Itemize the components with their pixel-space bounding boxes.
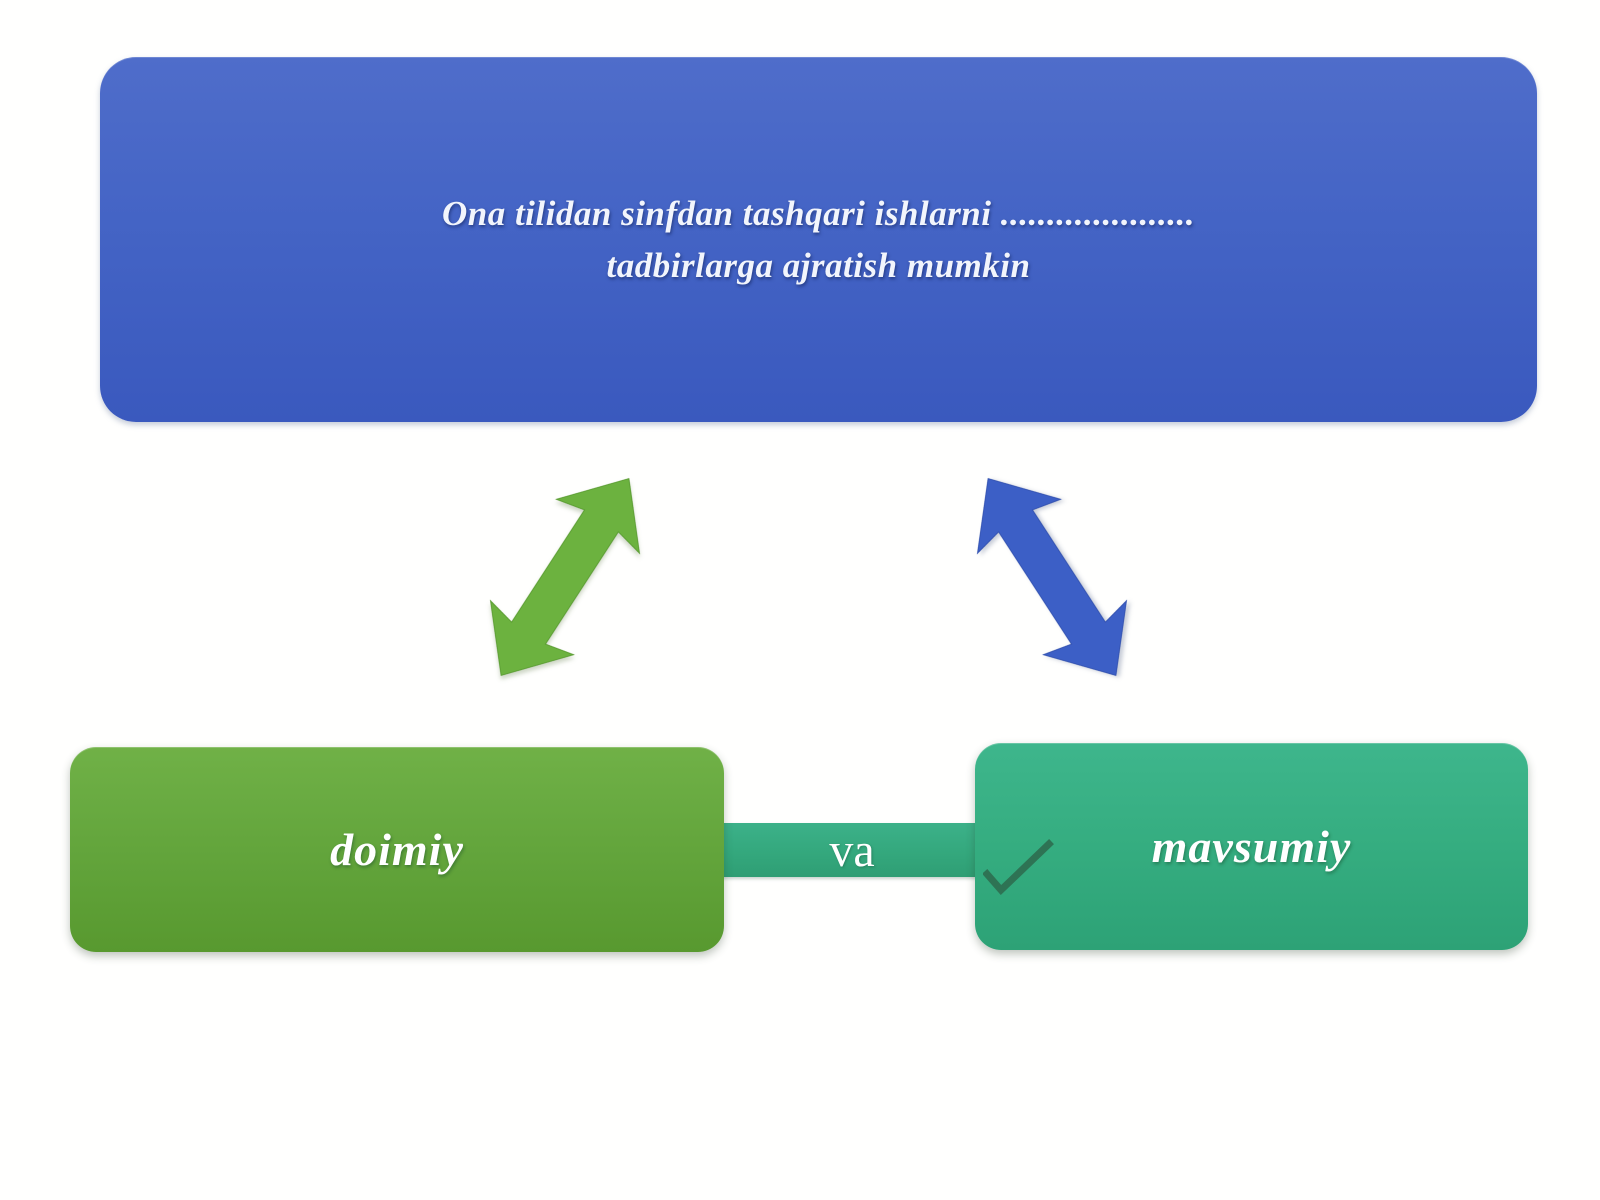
title-box: Ona tilidan sinfdan tashqari ishlarni ..… bbox=[100, 57, 1537, 422]
connector-label: va bbox=[829, 823, 875, 877]
node-mavsumiy-label: mavsumiy bbox=[1151, 821, 1352, 872]
node-doimiy: doimiy bbox=[70, 747, 724, 952]
green-double-arrow-icon bbox=[454, 446, 677, 707]
blue-double-arrow-icon bbox=[941, 446, 1164, 707]
check-mark-icon bbox=[982, 838, 1055, 904]
connector-bar: va bbox=[712, 823, 992, 877]
title-line-2: tadbirlarga ajratish mumkin bbox=[606, 245, 1031, 285]
node-mavsumiy: mavsumiy bbox=[975, 743, 1528, 950]
title-line-1: Ona tilidan sinfdan tashqari ishlarni ..… bbox=[441, 193, 1196, 233]
node-doimiy-label: doimiy bbox=[330, 824, 464, 875]
